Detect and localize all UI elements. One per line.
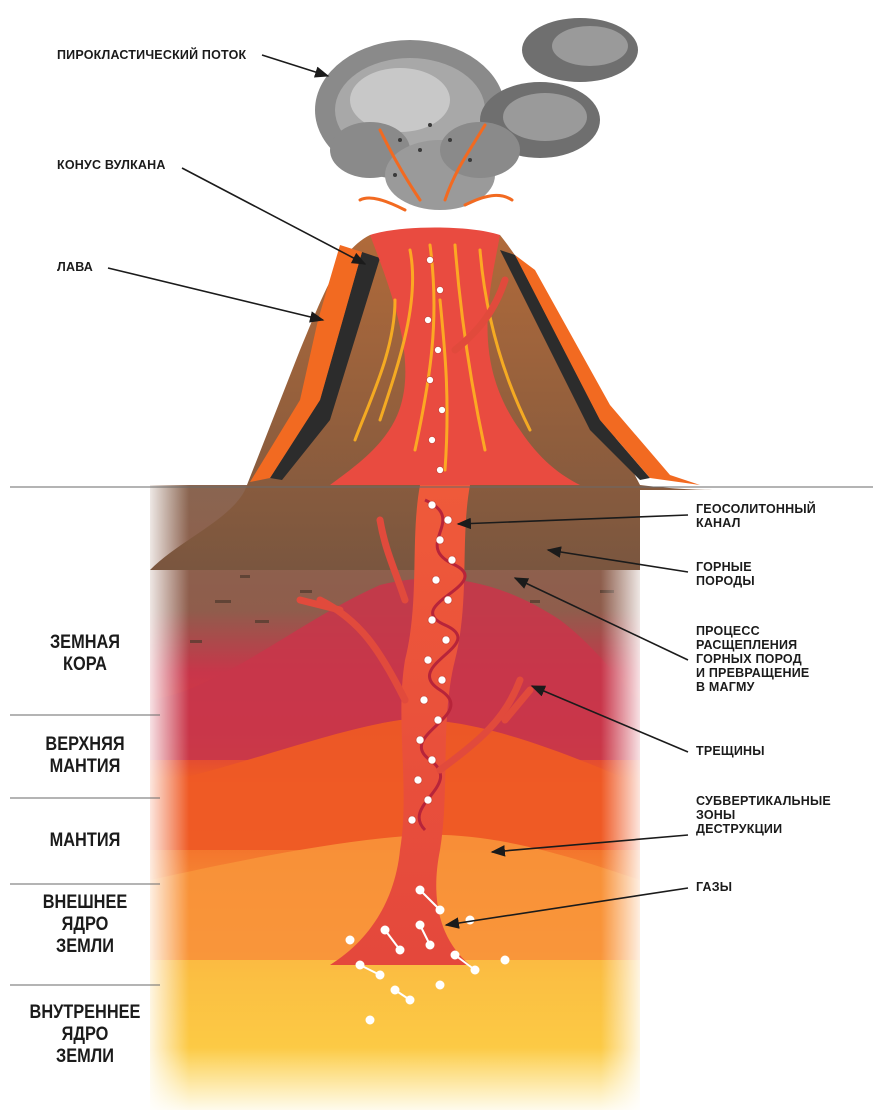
label-line: ВНЕШНЕЕ (21, 892, 150, 914)
label-line: ЗЕМНАЯ (21, 632, 150, 654)
label-line: ВЕРХНЯЯ (21, 734, 150, 756)
layer-label-inner-core: ВНУТРЕННЕЕ ЯДРО ЗЕМЛИ (21, 1002, 150, 1068)
label-line: КАНАЛ (696, 516, 816, 530)
label-line: ГОРНЫХ ПОРОД (696, 652, 809, 666)
ash-cloud (315, 18, 638, 210)
label-line: ДЕСТРУКЦИИ (696, 822, 831, 836)
label-line: ЗЕМЛИ (21, 936, 150, 958)
layer-label-mantle: МАНТИЯ (21, 830, 150, 852)
label-line: ГЕОСОЛИТОННЫЙ (696, 502, 816, 516)
layer-label-outer-core: ВНЕШНЕЕ ЯДРО ЗЕМЛИ (21, 892, 150, 958)
arrow-lava (108, 268, 323, 320)
label-line: ПРОЦЕСС (696, 624, 809, 638)
label-gases: ГАЗЫ (696, 880, 732, 894)
label-line: КОРА (21, 654, 150, 676)
label-line: МАНТИЯ (21, 830, 150, 852)
label-line: И ПРЕВРАЩЕНИЕ (696, 666, 809, 680)
label-line: ЯДРО (21, 1024, 150, 1046)
layer-label-crust: ЗЕМНАЯ КОРА (21, 632, 150, 676)
label-subvertical-zones: СУБВЕРТИКАЛЬНЫЕ ЗОНЫ ДЕСТРУКЦИИ (696, 794, 831, 836)
label-line: ЯДРО (21, 914, 150, 936)
label-line: В МАГМУ (696, 680, 809, 694)
layer-label-upper-mantle: ВЕРХНЯЯ МАНТИЯ (21, 734, 150, 778)
label-line: ГОРНЫЕ (696, 560, 755, 574)
label-line: ЗОНЫ (696, 808, 831, 822)
label-rock-splitting: ПРОЦЕСС РАСЩЕПЛЕНИЯ ГОРНЫХ ПОРОД И ПРЕВР… (696, 624, 809, 694)
arrow-cone (182, 168, 365, 264)
label-line: РАСЩЕПЛЕНИЯ (696, 638, 809, 652)
label-volcano-cone: КОНУС ВУЛКАНА (57, 158, 166, 172)
label-lava: ЛАВА (57, 260, 93, 274)
label-geosoliton-channel: ГЕОСОЛИТОННЫЙ КАНАЛ (696, 502, 816, 530)
label-rocks: ГОРНЫЕ ПОРОДЫ (696, 560, 755, 588)
label-line: ВНУТРЕННЕЕ (21, 1002, 150, 1024)
label-line: ЗЕМЛИ (21, 1046, 150, 1068)
label-line: ПОРОДЫ (696, 574, 755, 588)
label-line: СУБВЕРТИКАЛЬНЫЕ (696, 794, 831, 808)
arrow-pyroclastic (262, 55, 328, 76)
label-line: МАНТИЯ (21, 756, 150, 778)
label-cracks: ТРЕЩИНЫ (696, 744, 765, 758)
label-pyroclastic-flow: ПИРОКЛАСТИЧЕСКИЙ ПОТОК (57, 48, 246, 62)
